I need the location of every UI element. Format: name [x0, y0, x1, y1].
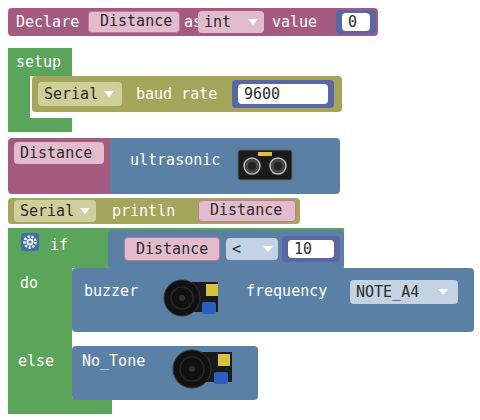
if-else-block: ifdoelse<Distance10buzzerfrequencyNOTE_A…	[8, 228, 344, 414]
block-label: else	[18, 352, 54, 370]
block-label: ultrasonic	[130, 151, 220, 169]
field-text: 0	[342, 13, 370, 31]
number-block: 0	[336, 10, 376, 34]
block-label: setup	[16, 53, 61, 71]
block-label: frequency	[246, 282, 327, 300]
field-text: 10	[288, 240, 334, 258]
field-text: 9600	[238, 84, 328, 104]
buzzer-block: buzzer frequency NOTE_A4	[72, 268, 474, 332]
dropdown-arrow	[80, 208, 90, 214]
field-text: Serial	[38, 82, 122, 106]
no-tone-block: No_Tone	[72, 346, 258, 400]
setup-block: setupSerialbaud rate9600	[8, 48, 72, 132]
block-label: Declare	[16, 13, 79, 31]
serial-println-block: Serial println Distance	[8, 198, 300, 224]
variable-field: Distance	[198, 200, 296, 222]
field-text: int	[198, 11, 264, 33]
dropdown-arrows	[80, 19, 448, 295]
block-label: Distance	[204, 200, 294, 220]
variable-set-block: Distanceultrasonic	[8, 138, 120, 194]
block-label: baud rate	[136, 85, 217, 103]
field-text: Serial	[14, 200, 96, 222]
number-block: 10	[282, 236, 340, 262]
number-block: 9600	[232, 80, 334, 108]
gear-icon	[21, 233, 39, 251]
variable-field: Distance	[88, 11, 180, 33]
dropdown-arrow	[248, 19, 258, 25]
dropdown-arrow	[104, 91, 114, 97]
block-label: value	[272, 13, 317, 31]
buzzer-module-image	[173, 350, 232, 388]
compare-block: < Distance 10	[108, 230, 344, 268]
field-text: Distance	[14, 142, 104, 164]
block-label: println	[112, 202, 175, 220]
field-text: NOTE_A4	[350, 280, 458, 304]
block-label: Distance	[130, 238, 218, 260]
block-label: No_Tone	[82, 352, 145, 370]
dropdown-arrow	[263, 246, 273, 252]
declare-block: DeclareasintvalueDistance0	[8, 8, 378, 36]
block-label: do	[20, 274, 38, 292]
dropdown-arrow	[438, 289, 448, 295]
field-text: <	[226, 238, 278, 260]
ultrasonic-block: ultrasonic	[110, 138, 340, 194]
block-label: if	[50, 236, 68, 254]
block-label: Distance	[94, 11, 178, 31]
block-label: buzzer	[84, 282, 138, 300]
buzzer-module-image	[164, 280, 218, 316]
serial-baud-block: Serial baud rate 9600	[32, 76, 342, 112]
ultrasonic-sensor-image	[238, 150, 292, 180]
variable-field: Distance	[124, 237, 220, 261]
